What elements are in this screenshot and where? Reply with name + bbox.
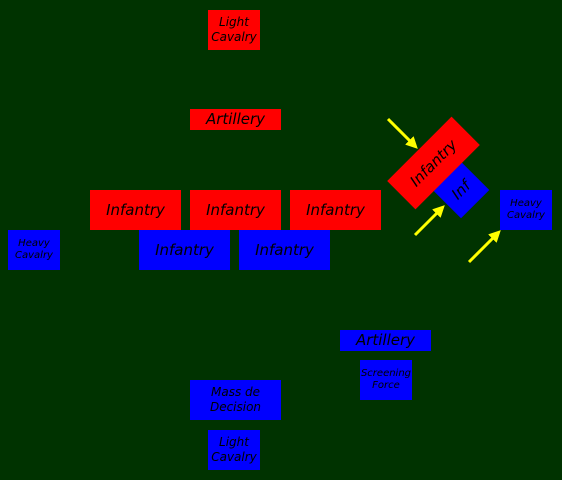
blue-mass-de-decision-label: Mass de Decision xyxy=(209,385,262,414)
red-infantry-2: Infantry xyxy=(190,190,281,230)
red-artillery: Artillery xyxy=(190,109,281,130)
blue-heavy-cavalry-right: Heavy Cavalry xyxy=(500,190,552,230)
arrow-right xyxy=(467,230,501,264)
blue-infantry-1: Infantry xyxy=(139,230,230,270)
blue-screening-force-label: Screening Force xyxy=(360,367,412,392)
blue-screening-force: Screening Force xyxy=(360,360,412,400)
red-infantry-1-label: Infantry xyxy=(106,200,165,219)
red-light-cavalry: Light Cavalry xyxy=(208,10,260,50)
red-infantry-3: Infantry xyxy=(290,190,381,230)
blue-mass-de-decision: Mass de Decision xyxy=(190,380,281,420)
arrow-bottom-left xyxy=(413,205,445,237)
blue-light-cavalry-label: Light Cavalry xyxy=(211,435,257,464)
red-infantry-1: Infantry xyxy=(90,190,181,230)
blue-infantry-2-label: Infantry xyxy=(255,240,314,259)
blue-artillery-label: Artillery xyxy=(355,331,416,350)
red-light-cavalry-label: Light Cavalry xyxy=(211,15,257,44)
blue-infantry-2: Infantry xyxy=(239,230,330,270)
blue-light-cavalry: Light Cavalry xyxy=(208,430,260,470)
red-artillery-label: Artillery xyxy=(205,110,266,129)
blue-heavy-cavalry-left: Heavy Cavalry xyxy=(8,230,60,270)
arrow-top-left xyxy=(386,117,418,149)
red-infantry-2-label: Infantry xyxy=(206,200,265,219)
blue-heavy-cavalry-left-label: Heavy Cavalry xyxy=(15,237,53,262)
red-infantry-3-label: Infantry xyxy=(306,200,365,219)
blue-artillery: Artillery xyxy=(340,330,431,351)
blue-heavy-cavalry-right-label: Heavy Cavalry xyxy=(507,197,545,222)
blue-infantry-1-label: Infantry xyxy=(155,240,214,259)
